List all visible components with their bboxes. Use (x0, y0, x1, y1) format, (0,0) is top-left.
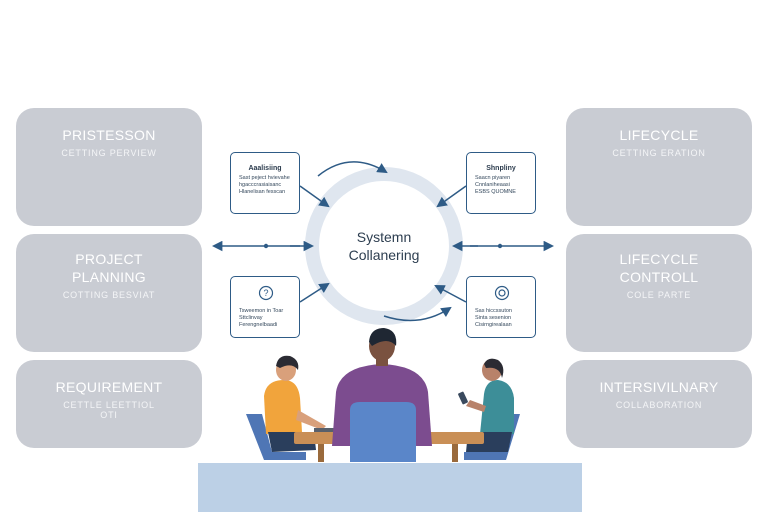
box-title: INTERSIVILNARY (599, 379, 719, 395)
mini-card-line: Hlanelisan fesscan (239, 189, 286, 195)
center-label-line2: Collanering (348, 247, 420, 263)
mini-card-line: Ferengnelbaadi (239, 322, 278, 328)
left-box-1: PRISTESSON CETTING PERVIEW (16, 108, 202, 226)
box-title: LIFECYCLE (619, 127, 699, 143)
connector-dot (263, 243, 269, 249)
left-box-3: REQUIREMENT CETTLE LEETTIOL OTI (16, 360, 202, 448)
laptop (314, 428, 336, 432)
floor-base (198, 463, 582, 512)
box-title: PROJECT (75, 251, 143, 267)
mini-card-top-left: Aaalisiing Sast peject hvievahe hgacccra… (230, 152, 300, 214)
box-subtitle: COLLABORATION (615, 400, 703, 410)
top-cycle-arrow (317, 161, 388, 177)
box-title: LIFECYCLE (619, 251, 699, 267)
mini-card-heading: Aaalisiing (248, 165, 282, 172)
box-subtitle: CETTING PERVIEW (61, 148, 157, 158)
box-title: CONTROLL (619, 269, 699, 285)
connector-dot (497, 243, 503, 249)
connector-arrow (436, 185, 467, 208)
mini-card-line: Sinta sesenion (475, 315, 512, 321)
box-title: PLANNING (72, 269, 146, 285)
box-subtitle: COLE PARTE (626, 290, 692, 300)
question-icon: ? (258, 285, 274, 301)
box-title: PRISTESSON (62, 127, 156, 143)
box-subtitle: CETTLE LEETTIOL OTI (63, 400, 155, 420)
target-icon (494, 285, 510, 301)
mini-card-line: Sttclinvay (239, 315, 263, 321)
right-box-1: LIFECYCLE CETTING ERATION (566, 108, 752, 226)
mini-card-line: hgacccrasiaisanc (239, 182, 282, 188)
mini-card-top-right: Shnpliny Saacn piyaren Cnnlaniheaasi ESB… (466, 152, 536, 214)
mini-card-line: Cnnlaniheaasi (475, 182, 510, 188)
svg-text:?: ? (263, 288, 268, 298)
mini-card-line: Sas hiccssuton (475, 308, 512, 314)
mini-card-line: Sast peject hvievahe (239, 175, 290, 181)
bottom-cycle-arrow (383, 306, 452, 322)
mini-card-heading: Shnpliny (486, 165, 516, 172)
mini-card-line: Saacn piyaren (475, 175, 511, 181)
mini-card-line: ESBS QUOMNE (475, 189, 516, 195)
connector-arrow (434, 285, 467, 303)
center-label-line1: Systemn (356, 229, 412, 245)
left-box-2: PROJECT PLANNING COTTING BESVIAT (16, 234, 202, 352)
right-box-3: INTERSIVILNARY COLLABORATION (566, 360, 752, 448)
right-box-2: LIFECYCLE CONTROLL COLE PARTE (566, 234, 752, 352)
center-label: Systemn Collanering (316, 228, 452, 264)
box-subtitle: CETTING ERATION (612, 148, 706, 158)
mini-card-bottom-right: Sas hiccssuton Sinta sesenion Cisirngire… (466, 276, 536, 338)
box-title: REQUIREMENT (55, 379, 163, 395)
mini-card-line: Tsweemon in Toar (239, 308, 284, 314)
center-chair (350, 402, 416, 462)
connector-arrow (299, 282, 330, 303)
box-subtitle: COTTING BESVIAT (62, 290, 156, 300)
connector-arrow (299, 185, 330, 208)
left-chair (246, 414, 306, 460)
mini-card-line: Cisirngirealaan (475, 322, 512, 328)
mini-card-bottom-left: ? Tsweemon in Toar Sttclinvay Ferengnelb… (230, 276, 300, 338)
